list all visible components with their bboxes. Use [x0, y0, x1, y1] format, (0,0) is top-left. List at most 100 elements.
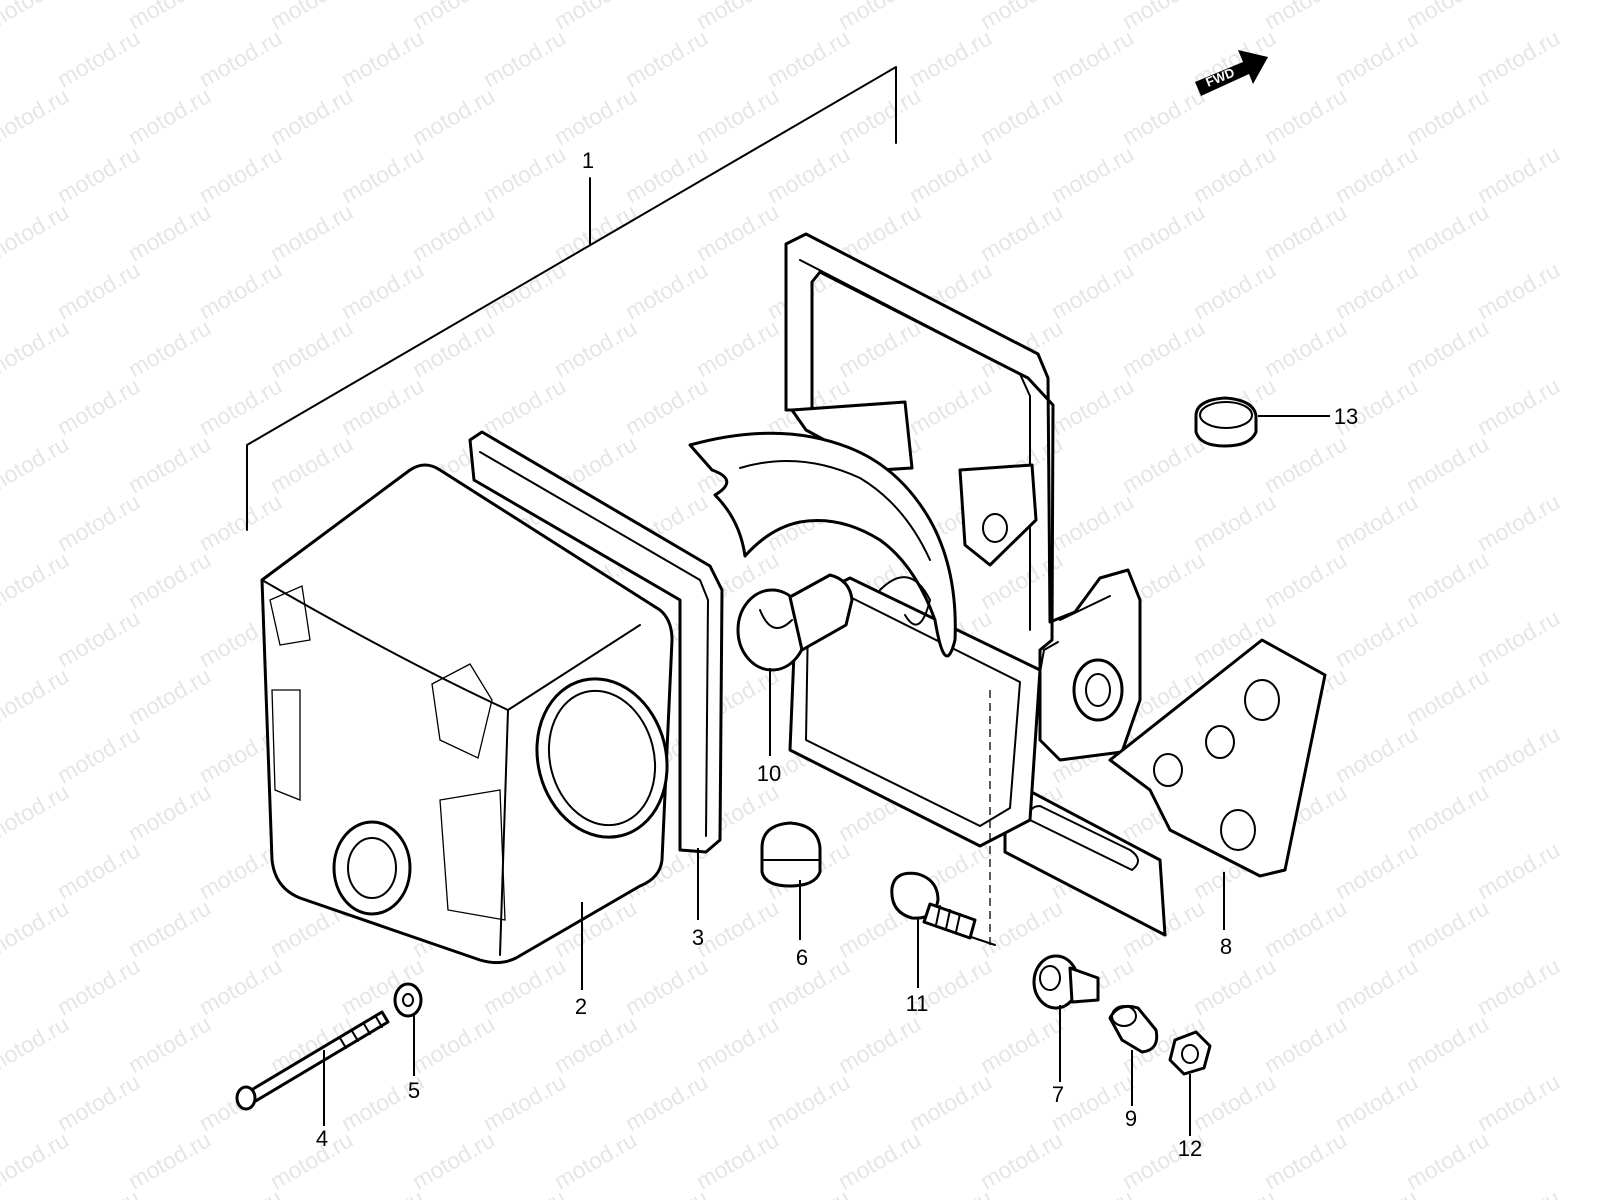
- watermark-text: motod.ru: [0, 720, 2, 788]
- watermark-text: motod.ru: [1331, 1068, 1423, 1136]
- watermark-text: motod.ru: [1402, 1126, 1494, 1194]
- lamp-base-frame: [788, 400, 1042, 946]
- watermark-text: motod.ru: [621, 24, 713, 92]
- callout-3: 3: [692, 925, 704, 950]
- washer-part: [393, 982, 423, 1018]
- watermark-text: motod.ru: [124, 430, 216, 498]
- watermark-text: motod.ru: [1473, 952, 1565, 1020]
- callout-1: 1: [582, 148, 594, 173]
- watermark-text: motod.ru: [1402, 198, 1494, 266]
- watermark-text: motod.ru: [408, 1126, 500, 1194]
- watermark-text: motod.ru: [1402, 0, 1494, 34]
- grommet-part: [1194, 396, 1258, 448]
- watermark-text: motod.ru: [1473, 24, 1565, 92]
- watermark-text: motod.ru: [763, 1068, 855, 1136]
- watermark-text: motod.ru: [0, 1126, 73, 1194]
- watermark-text: motod.ru: [124, 0, 216, 34]
- watermark-text: motod.ru: [479, 140, 571, 208]
- watermark-text: motod.ru: [976, 894, 1068, 962]
- watermark-text: motod.ru: [266, 1126, 358, 1194]
- watermark-text: motod.ru: [337, 140, 429, 208]
- watermark-text: motod.ru: [1260, 82, 1352, 150]
- watermark-text: motod.ru: [1118, 314, 1210, 382]
- watermark-text: motod.ru: [692, 198, 784, 266]
- watermark-text: motod.ru: [1047, 1184, 1139, 1200]
- watermark-text: motod.ru: [266, 314, 358, 382]
- watermark-text: motod.ru: [53, 836, 145, 904]
- watermark-text: motod.ru: [195, 140, 287, 208]
- nut-part: [1168, 1030, 1212, 1076]
- watermark-text: motod.ru: [763, 1184, 855, 1200]
- watermark-text: motod.ru: [0, 1068, 2, 1136]
- watermark-text: motod.ru: [1473, 372, 1565, 440]
- watermark-text: motod.ru: [53, 604, 145, 672]
- watermark-text: motod.ru: [0, 1010, 73, 1078]
- watermark-text: motod.ru: [1402, 894, 1494, 962]
- watermark-text: motod.ru: [621, 140, 713, 208]
- watermark-text: motod.ru: [0, 546, 73, 614]
- watermark-text: motod.ru: [53, 24, 145, 92]
- watermark-text: motod.ru: [1402, 662, 1494, 730]
- watermark-text: motod.ru: [1473, 1184, 1565, 1200]
- watermark-text: motod.ru: [550, 1126, 642, 1194]
- watermark-text: motod.ru: [1047, 140, 1139, 208]
- watermark-text: motod.ru: [337, 24, 429, 92]
- watermark-text: motod.ru: [337, 256, 429, 324]
- watermark-text: motod.ru: [1260, 0, 1352, 34]
- callout-12: 12: [1178, 1136, 1202, 1161]
- watermark-text: motod.ru: [53, 1068, 145, 1136]
- watermark-text: motod.ru: [1331, 952, 1423, 1020]
- watermark-text: motod.ru: [124, 82, 216, 150]
- watermark-text: motod.ru: [1047, 24, 1139, 92]
- watermark-text: motod.ru: [621, 372, 713, 440]
- watermark-text: motod.ru: [905, 1068, 997, 1136]
- watermark-text: motod.ru: [1473, 140, 1565, 208]
- watermark-text: motod.ru: [1402, 546, 1494, 614]
- watermark-text: motod.ru: [692, 894, 784, 962]
- watermark-text: motod.ru: [1118, 198, 1210, 266]
- watermark-text: motod.ru: [621, 1068, 713, 1136]
- watermark-text: motod.ru: [1473, 720, 1565, 788]
- reflector-part: [688, 431, 957, 658]
- watermark-text: motod.ru: [1331, 488, 1423, 556]
- mounting-bracket-part: [784, 232, 1327, 937]
- watermark-text: motod.ru: [976, 1010, 1068, 1078]
- callout-10: 10: [757, 761, 781, 786]
- watermark-text: motod.ru: [1473, 604, 1565, 672]
- watermark-text: motod.ru: [1118, 430, 1210, 498]
- watermark-text: motod.ru: [0, 604, 2, 672]
- watermark-text: motod.ru: [1260, 894, 1352, 962]
- watermark-text: motod.ru: [1331, 836, 1423, 904]
- watermark-text: motod.ru: [0, 952, 2, 1020]
- watermark-text: motod.ru: [195, 24, 287, 92]
- watermark-text: motod.ru: [1331, 604, 1423, 672]
- callout-4: 4: [316, 1126, 328, 1151]
- assembly-bracket: [246, 66, 897, 531]
- callout-6: 6: [796, 945, 808, 970]
- watermark-text: motod.ru: [337, 372, 429, 440]
- watermark-text: motod.ru: [1473, 836, 1565, 904]
- cushion-part: [760, 821, 822, 888]
- watermark-text: motod.ru: [266, 430, 358, 498]
- watermark-text: motod.ru: [1047, 372, 1139, 440]
- watermark-text: motod.ru: [834, 0, 926, 34]
- watermark-text: motod.ru: [266, 0, 358, 34]
- watermark-text: motod.ru: [976, 1126, 1068, 1194]
- watermark-text: motod.ru: [834, 314, 926, 382]
- callout-7: 7: [1052, 1082, 1064, 1107]
- watermark-text: motod.ru: [976, 82, 1068, 150]
- watermark-text: motod.ru: [479, 1184, 571, 1200]
- watermark-text: motod.ru: [1260, 314, 1352, 382]
- watermark-text: motod.ru: [1331, 140, 1423, 208]
- watermark-text: motod.ru: [479, 24, 571, 92]
- watermark-text: motod.ru: [976, 198, 1068, 266]
- callout-13: 13: [1334, 404, 1358, 429]
- watermark-text: motod.ru: [1189, 488, 1281, 556]
- callout-11: 11: [906, 991, 929, 1016]
- watermark-text: motod.ru: [0, 24, 2, 92]
- watermark-text: motod.ru: [479, 372, 571, 440]
- watermark-text: motod.ru: [1473, 1068, 1565, 1136]
- watermark-text: motod.ru: [763, 24, 855, 92]
- watermark-text: motod.ru: [834, 1010, 926, 1078]
- watermark-text: motod.ru: [1047, 256, 1139, 324]
